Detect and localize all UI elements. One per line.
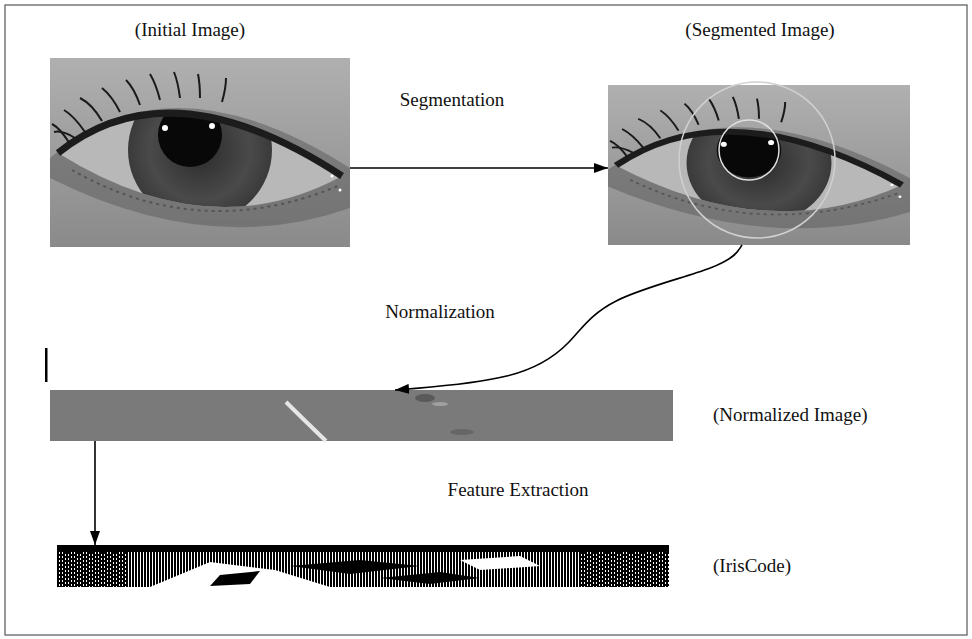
- flow-arrow: [395, 245, 742, 390]
- frame: [5, 5, 967, 635]
- image-panel: (Segmented Image): [608, 85, 910, 245]
- image-caption: (IrisCode): [713, 555, 791, 578]
- step-label: Feature Extraction: [445, 479, 592, 502]
- flow-arrow: [94, 441, 96, 545]
- cursor-mark: [45, 348, 48, 382]
- image-panel: (Normalized Image): [50, 390, 673, 441]
- image-caption: (Normalized Image): [713, 404, 868, 427]
- segmented-eye-photo: [608, 82, 910, 245]
- eye-photo: [50, 58, 350, 247]
- flow-arrow: [350, 167, 608, 169]
- image-panel: (IrisCode): [57, 545, 669, 587]
- image-caption: (Initial Image): [135, 19, 245, 42]
- step-label: Normalization: [382, 301, 498, 324]
- iris-code-bars: [57, 545, 669, 587]
- image-caption: (Segmented Image): [685, 19, 834, 42]
- step-label: Segmentation: [397, 89, 507, 112]
- image-panel: (Initial Image): [50, 58, 350, 247]
- normalized-strip: [50, 390, 673, 441]
